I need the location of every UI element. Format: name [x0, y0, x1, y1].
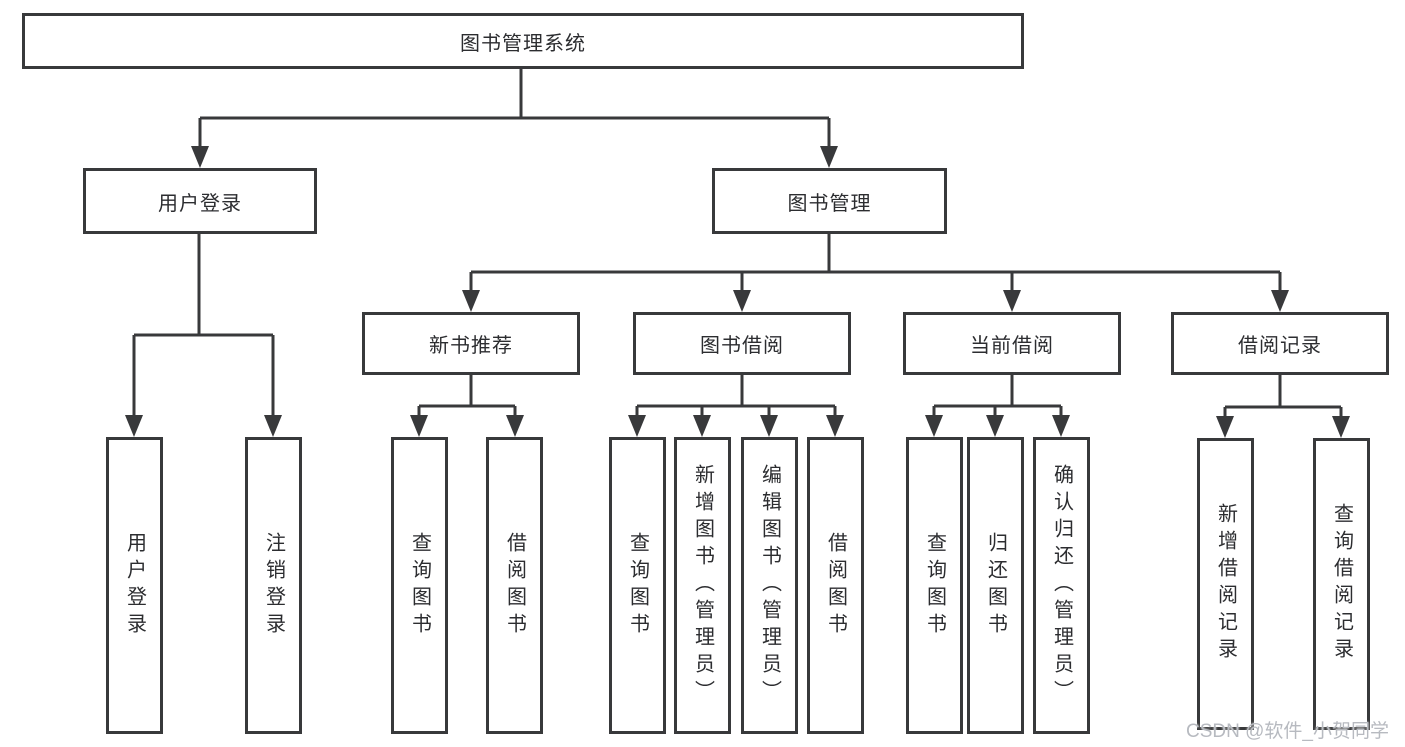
connector-root	[198, 69, 831, 149]
connector-book-borrow	[635, 375, 837, 418]
connector-user-login	[132, 234, 275, 418]
leaf-user-logout-label: 注销登录	[262, 531, 285, 640]
connector-new-books	[417, 375, 517, 418]
arrow-leaf-current-confirm	[1052, 415, 1070, 437]
leaf-borrow-add-label: 新增图书（管理员）	[691, 464, 714, 707]
arrow-leaf-newbooks-borrow	[506, 415, 524, 437]
leaf-borrow-query: 查询图书	[609, 437, 666, 734]
leaf-user-login-label: 用户登录	[123, 531, 146, 640]
arrow-leaf-borrow-query	[628, 415, 646, 437]
leaf-borrow-query-label: 查询图书	[626, 531, 649, 640]
leaf-borrow-borrow: 借阅图书	[807, 437, 864, 734]
node-new-books: 新书推荐	[362, 312, 580, 375]
node-user-login: 用户登录	[83, 168, 317, 234]
connector-current-borrow	[932, 375, 1063, 418]
arrow-new-books	[462, 290, 480, 312]
node-current-borrow-label: 当前借阅	[970, 335, 1054, 357]
node-user-login-label: 用户登录	[158, 192, 242, 215]
leaf-current-confirm-label: 确认归还（管理员）	[1050, 464, 1073, 707]
arrow-book-borrow	[733, 290, 751, 312]
leaf-records-query: 查询借阅记录	[1313, 438, 1370, 730]
leaf-newbooks-borrow: 借阅图书	[486, 437, 543, 734]
leaf-records-add-label: 新增借阅记录	[1214, 503, 1237, 665]
arrow-borrow-records	[1271, 290, 1289, 312]
node-borrow-records-label: 借阅记录	[1238, 335, 1322, 357]
node-current-borrow: 当前借阅	[903, 312, 1121, 375]
leaf-user-login: 用户登录	[106, 437, 163, 734]
leaf-current-query-label: 查询图书	[923, 531, 946, 640]
arrow-leaf-records-query	[1332, 416, 1350, 438]
leaf-current-confirm: 确认归还（管理员）	[1033, 437, 1090, 734]
node-book-borrow: 图书借阅	[633, 312, 851, 375]
arrow-leaf-logout	[264, 415, 282, 437]
node-book-mgmt-label: 图书管理	[787, 192, 872, 215]
leaf-borrow-borrow-label: 借阅图书	[824, 531, 847, 640]
arrow-leaf-borrow-borrow	[826, 415, 844, 437]
node-borrow-records: 借阅记录	[1171, 312, 1389, 375]
leaf-newbooks-query-label: 查询图书	[408, 531, 431, 640]
leaf-newbooks-borrow-label: 借阅图书	[503, 531, 526, 640]
arrow-leaf-current-return	[986, 415, 1004, 437]
arrow-leaf-borrow-add	[693, 415, 711, 437]
connector-borrow-records	[1223, 375, 1343, 419]
leaf-newbooks-query: 查询图书	[391, 437, 448, 734]
leaf-records-query-label: 查询借阅记录	[1330, 503, 1353, 665]
node-book-borrow-label: 图书借阅	[700, 335, 784, 357]
leaf-current-return-label: 归还图书	[984, 531, 1007, 640]
arrow-current-borrow	[1003, 290, 1021, 312]
node-root: 图书管理系统	[22, 13, 1024, 69]
leaf-user-logout: 注销登录	[245, 437, 302, 734]
connector-book-mgmt	[469, 234, 1282, 293]
leaf-records-add: 新增借阅记录	[1197, 438, 1254, 730]
arrow-leaf-records-add	[1216, 416, 1234, 438]
arrow-leaf-newbooks-query	[410, 415, 428, 437]
arrow-leaf-current-query	[925, 415, 943, 437]
node-book-mgmt: 图书管理	[712, 168, 947, 234]
arrow-leaf-borrow-edit	[760, 415, 778, 437]
leaf-current-query: 查询图书	[906, 437, 963, 734]
csdn-watermark: CSDN @软件_小贺同学	[1186, 721, 1389, 742]
leaf-borrow-add: 新增图书（管理员）	[674, 437, 731, 734]
leaf-borrow-edit-label: 编辑图书（管理员）	[758, 464, 781, 707]
arrow-book-mgmt	[820, 146, 838, 168]
arrow-leaf-login	[125, 415, 143, 437]
node-new-books-label: 新书推荐	[429, 335, 513, 357]
arrow-user-login	[191, 146, 209, 168]
node-root-label: 图书管理系统	[460, 32, 586, 55]
leaf-current-return: 归还图书	[967, 437, 1024, 734]
leaf-borrow-edit: 编辑图书（管理员）	[741, 437, 798, 734]
